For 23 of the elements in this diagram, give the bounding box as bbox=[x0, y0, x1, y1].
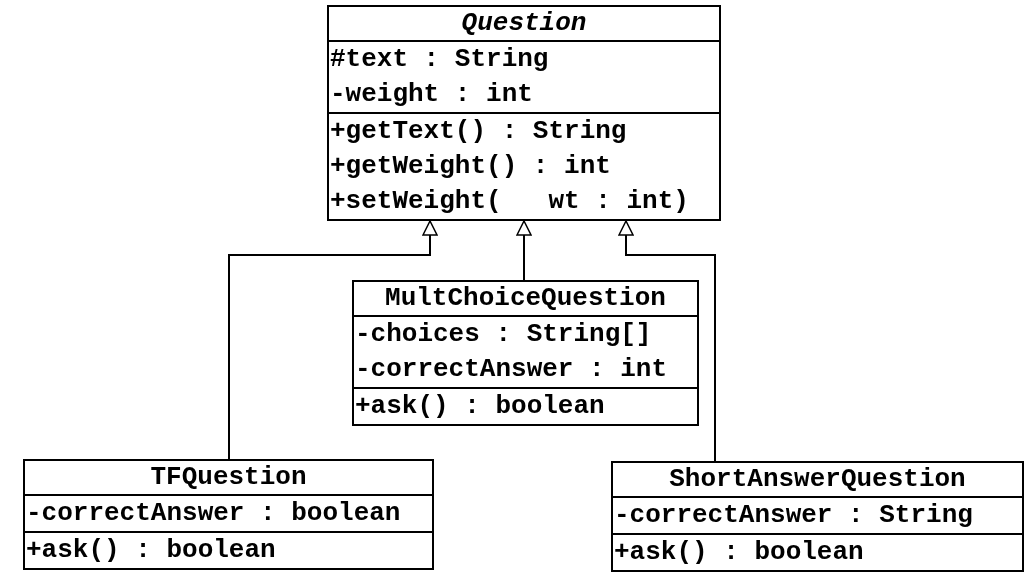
member-text: +ask() : boolean bbox=[613, 536, 865, 569]
inheritance-arrow bbox=[516, 220, 532, 281]
member-text: +ask() : boolean bbox=[354, 390, 606, 423]
member-text: -correctAnswer : int bbox=[354, 353, 669, 386]
member-text: -weight : int bbox=[329, 78, 534, 111]
member-text: +setWeight( wt : int) bbox=[329, 185, 690, 218]
inheritance-arrow bbox=[618, 220, 716, 462]
class-box bbox=[23, 459, 434, 570]
class-box bbox=[327, 5, 721, 221]
member-text: -choices : String[] bbox=[354, 318, 653, 351]
class-box bbox=[352, 280, 699, 426]
class-name: Question bbox=[460, 7, 588, 40]
member-text: +getWeight() : int bbox=[329, 150, 612, 183]
class-box bbox=[611, 461, 1024, 572]
class-name: ShortAnswerQuestion bbox=[668, 463, 967, 496]
member-text: +getText() : String bbox=[329, 115, 628, 148]
member-text: +ask() : boolean bbox=[25, 534, 277, 567]
member-text: #text : String bbox=[329, 43, 550, 76]
member-text: -correctAnswer : String bbox=[613, 499, 974, 532]
class-name: MultChoiceQuestion bbox=[384, 282, 667, 315]
inheritance-arrow bbox=[228, 220, 438, 460]
class-name: TFQuestion bbox=[149, 461, 308, 494]
member-text: -correctAnswer : boolean bbox=[25, 497, 402, 530]
